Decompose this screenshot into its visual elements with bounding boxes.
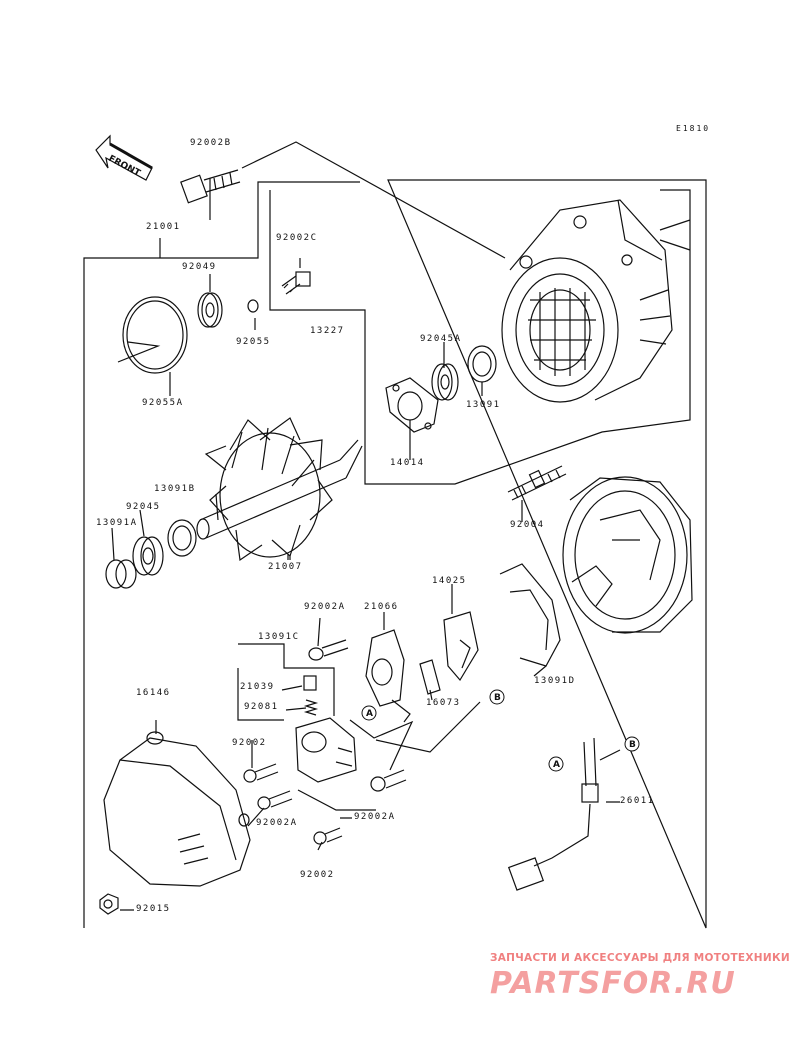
leader-92002B — [241, 141, 506, 259]
part-92002A-lower: 92002A — [256, 818, 298, 828]
part-92004: 92004 — [510, 520, 545, 530]
bearing-92049 — [197, 292, 223, 328]
callout-b-circle-left — [489, 689, 505, 705]
part-92049: 92049 — [182, 262, 217, 272]
stator-bracket — [269, 189, 691, 485]
part-92055: 92055 — [236, 337, 271, 347]
end-cover — [562, 476, 693, 634]
callout-a-right: A — [553, 760, 560, 770]
callout-b-left: B — [494, 693, 501, 703]
bearing-holder-14014 — [385, 377, 439, 460]
watermark-logo: PARTSFOR.RU — [490, 966, 736, 1001]
part-92045: 92045 — [126, 502, 161, 512]
screw-92002-lower — [313, 827, 343, 845]
part-26011: 26011 — [620, 796, 655, 806]
screw-92002A-upper — [308, 639, 349, 661]
collar-13091A — [105, 559, 137, 589]
part-16146: 16146 — [136, 688, 171, 698]
callout-a-left: A — [366, 709, 373, 719]
cover-16146 — [103, 731, 251, 887]
bearing-92045A — [431, 363, 459, 401]
bolt-92015 — [99, 893, 119, 915]
screw-92002A-right — [370, 769, 407, 792]
part-92002-lower: 92002 — [300, 870, 335, 880]
circlip-92055 — [247, 299, 259, 313]
part-92045A: 92045A — [420, 334, 462, 344]
bearing-92045 — [132, 536, 164, 576]
bolt-92002B — [180, 169, 241, 204]
part-21007: 21007 — [268, 562, 303, 572]
part-13091D: 13091D — [534, 676, 576, 686]
part-13091A: 13091A — [96, 518, 138, 528]
callout-a-circle-right — [548, 756, 564, 772]
spring-92081 — [303, 699, 319, 716]
part-16073: 16073 — [426, 698, 461, 708]
stud-92004 — [507, 465, 567, 501]
collar-13091B — [167, 519, 197, 557]
part-92002-left: 92002 — [232, 738, 267, 748]
part-13091B: 13091B — [154, 484, 196, 494]
bolt-92002C — [281, 271, 311, 295]
part-14025: 14025 — [432, 576, 467, 586]
part-13091: 13091 — [466, 400, 501, 410]
front-arrow-icon: FRONT — [95, 134, 153, 181]
stator-housing — [501, 199, 673, 403]
part-21039: 21039 — [240, 682, 275, 692]
screw-92002A-left — [257, 790, 293, 810]
part-92002B: 92002B — [190, 138, 232, 148]
callout-b-circle-right — [624, 736, 640, 752]
holder-13091C — [295, 717, 357, 783]
part-92015: 92015 — [136, 904, 171, 914]
reference-code: E1810 — [676, 124, 711, 133]
part-92081: 92081 — [244, 702, 279, 712]
part-92002A-upper: 92002A — [304, 602, 346, 612]
rotor-21007 — [196, 417, 363, 562]
lead-wire-26011 — [507, 737, 621, 891]
callout-b-right: B — [629, 740, 636, 750]
part-13091C: 13091C — [258, 632, 300, 642]
bracket-13091C — [237, 643, 376, 811]
callout-a-circle-left — [361, 705, 377, 721]
part-13227: 13227 — [310, 326, 345, 336]
part-92002C: 92002C — [276, 233, 318, 243]
part-21001: 21001 — [146, 222, 181, 232]
assembly-frame — [83, 179, 707, 929]
part-21066: 21066 — [364, 602, 399, 612]
brush-holder-14025 — [443, 563, 561, 682]
brush-21039 — [303, 675, 317, 691]
o-ring-92055A — [122, 296, 188, 374]
leaders — [111, 178, 620, 911]
brush-16073 — [419, 659, 441, 695]
part-14014: 14014 — [390, 458, 425, 468]
part-92002A-right: 92002A — [354, 812, 396, 822]
part-92055A: 92055A — [142, 398, 184, 408]
screw-92002-left — [243, 763, 279, 783]
brush-plate-21066 — [365, 629, 411, 723]
watermark-tagline: ЗАПЧАСТИ И АКСЕССУАРЫ ДЛЯ МОТОТЕХНИКИ — [490, 952, 790, 964]
